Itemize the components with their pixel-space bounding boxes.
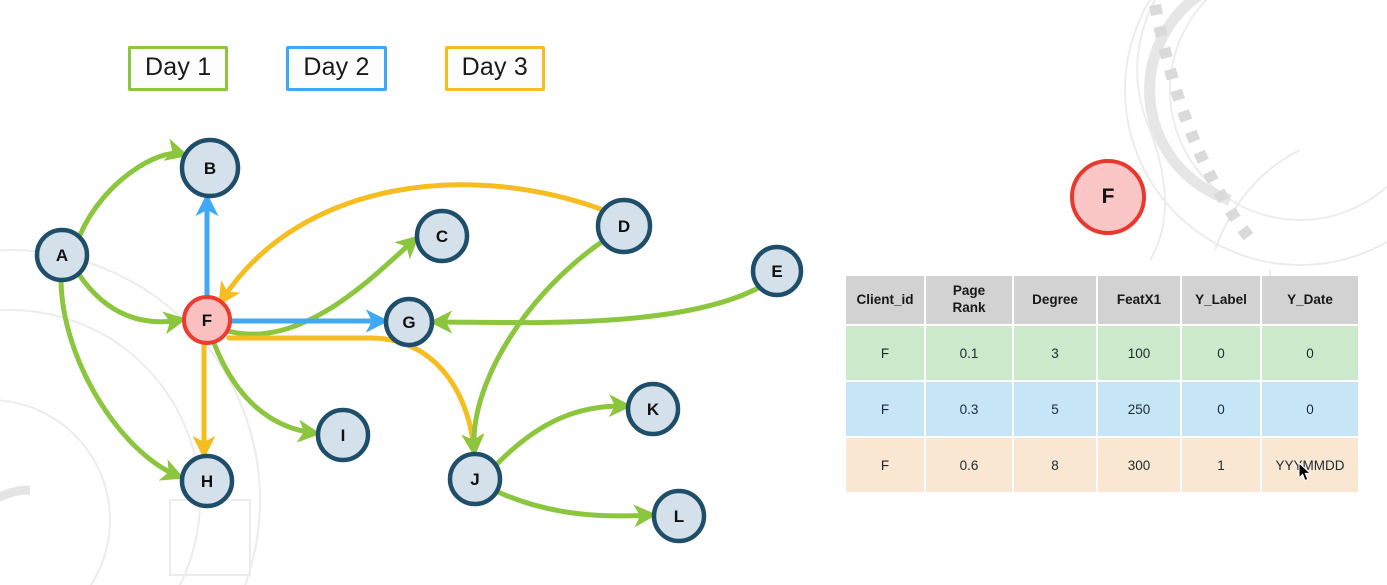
mouse-cursor-icon — [1298, 462, 1312, 482]
edge-a-to-f — [75, 270, 187, 335]
graph-node-h[interactable]: H — [179, 453, 235, 509]
node-circle — [179, 137, 241, 199]
table-cell: 3 — [1014, 326, 1098, 382]
node-label: L — [674, 507, 684, 526]
node-circle — [34, 227, 90, 283]
table-cell: 0.6 — [926, 438, 1014, 492]
node-label: I — [341, 426, 346, 445]
table-cell: F — [846, 382, 926, 438]
node-circle — [383, 296, 435, 348]
edge-e-to-g — [429, 284, 763, 334]
graph-node-f[interactable]: F — [182, 295, 232, 345]
table-header-cell[interactable]: FeatX1 — [1098, 276, 1182, 326]
graph-node-k[interactable]: K — [625, 381, 681, 437]
edge-a-to-b — [77, 138, 189, 238]
graph-diagram: A B C D E F G H I J K L — [34, 137, 804, 544]
legend: Day 1 Day 2 Day 3 — [128, 46, 545, 91]
node-label: F — [202, 311, 212, 330]
table-header-cell[interactable]: Client_id — [846, 276, 926, 326]
table-cell: 0 — [1262, 326, 1358, 382]
table-cell: 0 — [1182, 326, 1262, 382]
node-label: G — [402, 313, 415, 332]
node-label: E — [771, 262, 782, 281]
node-circle — [595, 197, 653, 255]
legend-item-day3[interactable]: Day 3 — [444, 46, 545, 91]
node-label: B — [204, 159, 216, 178]
node-label: J — [470, 470, 479, 489]
node-label: A — [56, 246, 68, 265]
edge-j-to-k — [493, 394, 632, 468]
node-circle — [182, 295, 232, 345]
legend-item-day1[interactable]: Day 1 — [128, 46, 229, 91]
node-label: K — [647, 400, 660, 419]
table-cell: 100 — [1098, 326, 1182, 382]
edge-f-to-c — [225, 235, 420, 337]
graph-node-e[interactable]: E — [750, 244, 804, 298]
table-cell: 0 — [1182, 382, 1262, 438]
edge-f-to-i — [211, 340, 321, 443]
legend-item-day2[interactable]: Day 2 — [286, 46, 387, 91]
node-circle — [651, 488, 707, 544]
edge-a-to-h — [58, 277, 185, 481]
graph-node-l[interactable]: L — [651, 488, 707, 544]
node-label: D — [618, 217, 630, 236]
table-cell: F — [846, 326, 926, 382]
table-cell: 0.1 — [926, 326, 1014, 382]
edge-d-to-j — [461, 236, 609, 457]
edge-f-to-j — [226, 335, 485, 457]
graph-node-i[interactable]: I — [315, 407, 371, 463]
table-header-cell[interactable]: Y_Label — [1182, 276, 1262, 326]
table-cell: 1 — [1182, 438, 1262, 492]
node-circle — [315, 407, 371, 463]
table-cell: 0.3 — [926, 382, 1014, 438]
node-circle — [179, 453, 235, 509]
edge-d-to-f — [218, 182, 609, 306]
edge-j-to-l — [495, 489, 657, 528]
node-circle — [414, 208, 470, 264]
node-layer: A B C D E F G H I J K L — [34, 137, 804, 544]
table-header-cell[interactable]: Y_Date — [1262, 276, 1358, 326]
focus-node-label: F — [1101, 185, 1115, 208]
node-label: H — [201, 472, 213, 491]
table-header-cell[interactable]: Degree — [1014, 276, 1098, 326]
table-cell: 0 — [1262, 382, 1358, 438]
graph-node-g[interactable]: G — [383, 296, 435, 348]
table-cell: 300 — [1098, 438, 1182, 492]
node-circle — [447, 451, 503, 507]
table-cell: F — [846, 438, 926, 492]
node-circle — [625, 381, 681, 437]
edge-layer — [58, 138, 763, 528]
graph-node-a[interactable]: A — [34, 227, 90, 283]
table-cell: 8 — [1014, 438, 1098, 492]
graph-node-c[interactable]: C — [414, 208, 470, 264]
graph-node-b[interactable]: B — [179, 137, 241, 199]
table-cell: 250 — [1098, 382, 1182, 438]
table-cell: 5 — [1014, 382, 1098, 438]
graph-node-j[interactable]: J — [447, 451, 503, 507]
node-circle — [750, 244, 804, 298]
node-label: C — [436, 227, 448, 246]
focus-node-f[interactable]: F — [1070, 159, 1146, 235]
graph-node-d[interactable]: D — [595, 197, 653, 255]
table-cell: YYYMMDD — [1262, 438, 1358, 492]
